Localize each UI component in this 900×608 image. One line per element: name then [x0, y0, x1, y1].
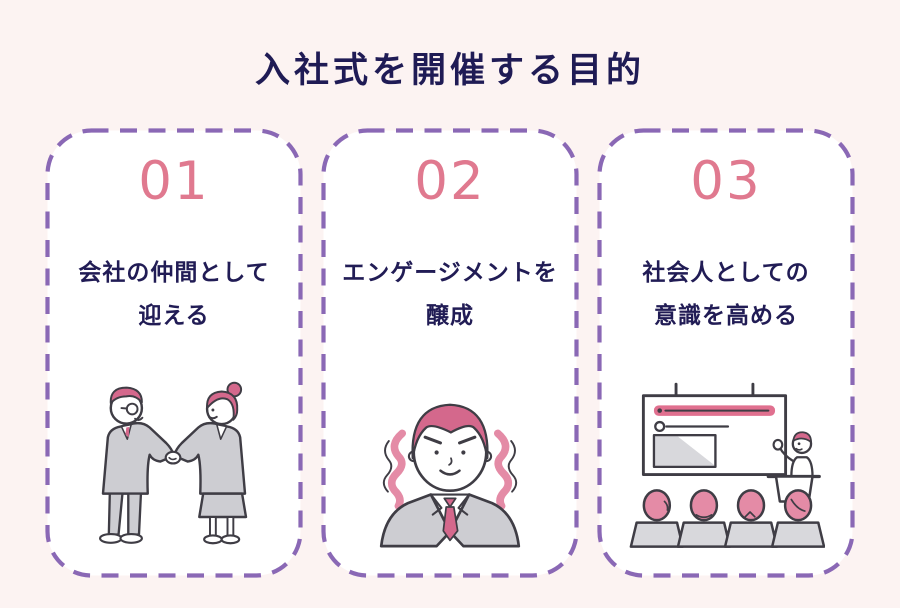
- card-number: 02: [414, 151, 486, 212]
- card-heading-line1: エンゲージメントを: [342, 258, 558, 285]
- card-heading: 会社の仲間として 迎える: [78, 251, 269, 337]
- card-1: 01 会社の仲間として 迎える: [45, 128, 303, 578]
- motivated-person-illustration: [379, 403, 521, 548]
- card-heading-line1: 社会人としての: [642, 258, 810, 285]
- card-number: 03: [690, 151, 762, 212]
- handshake-illustration: [99, 381, 248, 545]
- card-heading: 社会人としての 意識を高める: [642, 251, 809, 337]
- card-2: 02 エンゲージメントを 醸成: [321, 128, 579, 578]
- card-heading-line2: 意識を高める: [654, 301, 798, 328]
- cards-container: 01 会社の仲間として 迎える: [0, 128, 900, 578]
- page-title: 入社式を開催する目的: [254, 51, 645, 90]
- card-heading-line2: 迎える: [138, 301, 210, 328]
- seminar-illustration: [629, 382, 825, 548]
- card-3: 03 社会人としての 意識を高める: [597, 128, 855, 578]
- card-heading-line2: 醸成: [425, 301, 474, 328]
- card-heading: エンゲージメントを 醸成: [342, 251, 558, 337]
- card-heading-line1: 会社の仲間として: [78, 258, 270, 285]
- card-number: 01: [138, 151, 210, 212]
- dashed-border: [321, 128, 579, 578]
